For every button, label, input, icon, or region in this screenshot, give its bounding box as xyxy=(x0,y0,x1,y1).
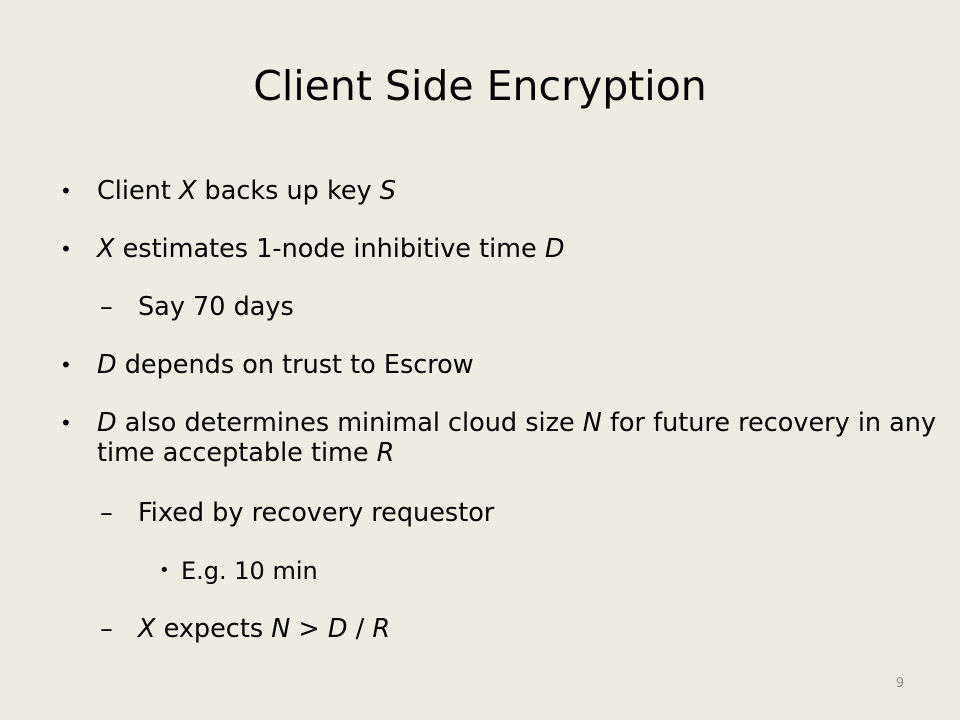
bullet-text: for future recovery in any time acceptab… xyxy=(97,408,937,468)
var-d: D xyxy=(97,350,117,380)
bullet-text: expects xyxy=(155,614,272,644)
bullet-marker: • xyxy=(60,411,72,435)
var-d: D xyxy=(544,234,565,264)
bullet-1: • Client X backs up key S xyxy=(60,176,940,206)
bullet-text: > xyxy=(290,614,328,644)
bullet-text: / xyxy=(347,614,373,644)
dash-marker: – xyxy=(100,292,113,322)
bullet-text: backs up key xyxy=(196,176,380,206)
dash-marker: – xyxy=(100,614,113,644)
dash-marker: – xyxy=(100,498,113,528)
bullet-text: Client xyxy=(97,176,179,206)
var-n: N xyxy=(582,408,602,438)
var-n: N xyxy=(271,614,291,644)
var-x: X xyxy=(138,614,156,644)
bullet-text: depends on trust to Escrow xyxy=(116,350,474,380)
slide-title: Client Side Encryption xyxy=(253,62,707,110)
bullet-marker: • xyxy=(60,237,72,261)
bullet-text: also determines minimal cloud size xyxy=(116,408,583,438)
bullet-3: • D depends on trust to Escrow xyxy=(60,350,940,380)
slide-content: • Client X backs up key S • X estimates … xyxy=(60,176,940,672)
sub-bullet-1: – Say 70 days xyxy=(60,292,940,322)
bullet-marker: • xyxy=(60,353,72,377)
page-number: 9 xyxy=(895,676,905,691)
bullet-text: estimates 1-node inhibitive time xyxy=(114,234,545,264)
var-d: D xyxy=(97,408,117,438)
var-r: R xyxy=(372,614,391,644)
sub-bullet-2: – Fixed by recovery requestor xyxy=(60,498,940,528)
bullet-2: • X estimates 1-node inhibitive time D xyxy=(60,234,940,264)
bullet-marker: • xyxy=(60,179,72,203)
bullet-4: • D also determines minimal cloud size N… xyxy=(60,408,940,468)
var-s: S xyxy=(379,176,396,206)
sub-sub-bullet-1: • E.g. 10 min xyxy=(60,556,940,586)
bullet-text: Say 70 days xyxy=(138,292,294,322)
var-x: X xyxy=(97,234,115,264)
var-r: R xyxy=(376,438,395,468)
var-d: D xyxy=(327,614,348,644)
var-x: X xyxy=(178,176,197,206)
bullet-text: E.g. 10 min xyxy=(181,557,318,585)
bullet-marker: • xyxy=(159,560,170,581)
bullet-text: Fixed by recovery requestor xyxy=(138,498,495,528)
sub-bullet-3: – X expects N > D / R xyxy=(60,614,940,644)
